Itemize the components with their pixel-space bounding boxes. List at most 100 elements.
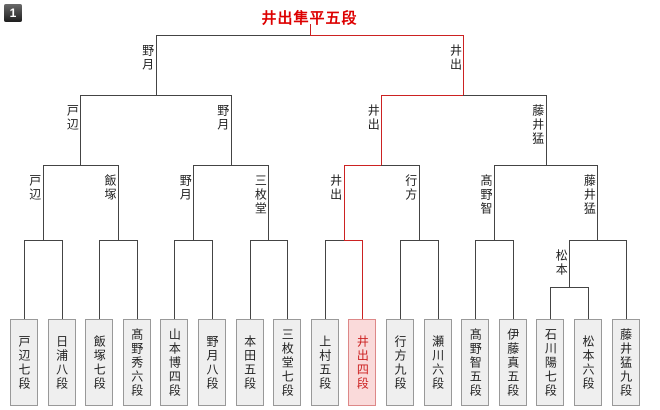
bracket-line-vertical	[463, 35, 465, 95]
bracket-line-vertical	[362, 240, 364, 319]
winner-label: 井出	[366, 104, 381, 132]
winner-label: 井出	[328, 174, 343, 202]
player-box-highlighted: 井出四段	[348, 319, 377, 406]
player-box: 野月八段	[198, 319, 226, 406]
bracket-line-vertical	[418, 165, 420, 240]
bracket-line-horizontal	[155, 95, 232, 96]
bracket-line-horizontal	[42, 240, 63, 241]
bracket-line-horizontal	[400, 240, 420, 241]
bracket-line-vertical	[309, 24, 311, 35]
player-name: 髙野智五段	[468, 327, 483, 398]
bracket-line-horizontal	[381, 95, 465, 96]
bracket-line-vertical	[324, 240, 326, 319]
bracket-line-vertical	[494, 165, 495, 240]
bracket-line-vertical	[136, 240, 138, 319]
bracket-line-horizontal	[80, 95, 157, 96]
winner-label: 野月	[215, 104, 230, 132]
bracket-line-vertical	[80, 95, 82, 165]
winner-label: 戸辺	[27, 174, 42, 202]
player-name: 野月八段	[205, 334, 219, 391]
winner-label: 松本	[554, 249, 569, 277]
bracket-line-vertical	[400, 240, 401, 319]
player-box: 行方九段	[386, 319, 414, 406]
bracket-line-vertical	[625, 240, 627, 319]
player-name: 日浦八段	[54, 334, 69, 391]
player-name: 髙野秀六段	[129, 327, 144, 398]
bracket-line-horizontal	[381, 165, 420, 166]
player-name: 本田五段	[242, 334, 257, 391]
player-box: 石川陽七段	[536, 319, 565, 406]
winner-label: 行方	[403, 174, 418, 202]
bracket-line-horizontal	[569, 240, 599, 241]
player-name: 瀬川六段	[430, 334, 445, 391]
winner-label: 野月	[178, 174, 193, 202]
player-name: 行方九段	[393, 334, 407, 391]
bracket-line-vertical	[343, 165, 345, 240]
bracket-line-horizontal	[230, 165, 270, 166]
bracket-line-vertical	[174, 240, 176, 319]
bracket-line-vertical	[545, 95, 547, 165]
bracket-line-horizontal	[309, 35, 465, 36]
player-box: 伊藤真五段	[498, 319, 527, 406]
bracket-line-vertical	[597, 165, 599, 240]
bracket-line-vertical	[118, 165, 119, 240]
bracket-line-horizontal	[193, 165, 232, 166]
player-box: 日浦八段	[47, 319, 76, 406]
player-name: 石川陽七段	[543, 327, 558, 398]
bracket-line-vertical	[569, 240, 571, 287]
bracket-line-vertical	[268, 165, 270, 240]
player-name: 井出四段	[355, 334, 370, 391]
winner-label: 井出	[448, 44, 463, 72]
page-number-badge: 1	[4, 4, 22, 22]
player-box: 髙野智五段	[461, 319, 490, 406]
bracket-line-vertical	[475, 240, 477, 319]
winner-label: 髙野智	[479, 174, 493, 216]
winner-label: 藤井猛	[530, 104, 545, 146]
player-box: 飯塚七段	[85, 319, 114, 406]
bracket-line-horizontal	[42, 165, 82, 166]
bracket-line-horizontal	[343, 240, 364, 241]
bracket-line-horizontal	[268, 240, 289, 241]
bracket-line-vertical	[230, 95, 232, 165]
bracket-line-vertical	[61, 240, 63, 319]
bracket-line-horizontal	[569, 287, 589, 288]
bracket-line-horizontal	[494, 240, 514, 241]
bracket-line-horizontal	[155, 35, 311, 36]
bracket-line-vertical	[588, 287, 589, 319]
bracket-line-vertical	[24, 240, 25, 319]
bracket-line-horizontal	[118, 240, 138, 241]
winner-label: 野月	[140, 44, 155, 72]
bracket-line-horizontal	[193, 240, 213, 241]
player-name: 戸辺七段	[17, 334, 31, 391]
bracket-line-vertical	[550, 287, 552, 319]
player-name: 松本六段	[581, 334, 595, 391]
bracket-line-horizontal	[550, 287, 571, 288]
bracket-line-horizontal	[475, 240, 495, 241]
player-name: 三枚堂七段	[280, 327, 295, 398]
player-name: 飯塚七段	[92, 334, 107, 391]
bracket-line-vertical	[99, 240, 101, 319]
bracket-line-vertical	[249, 240, 251, 319]
bracket-line-horizontal	[418, 240, 439, 241]
player-name: 藤井猛九段	[618, 327, 633, 398]
player-box: 藤井猛九段	[611, 319, 640, 406]
bracket-line-vertical	[437, 240, 439, 319]
bracket-line-vertical	[212, 240, 213, 319]
bracket-line-horizontal	[80, 165, 119, 166]
player-box: 戸辺七段	[10, 319, 38, 406]
winner-label: 三枚堂	[253, 174, 268, 216]
player-box: 本田五段	[235, 319, 264, 406]
bracket-line-horizontal	[545, 165, 599, 166]
winner-label: 飯塚	[103, 174, 117, 202]
bracket-line-horizontal	[24, 240, 44, 241]
player-box: 上村五段	[310, 319, 339, 406]
player-box: 松本六段	[574, 319, 602, 406]
bracket-line-horizontal	[343, 165, 383, 166]
bracket-line-horizontal	[463, 95, 547, 96]
player-box: 瀬川六段	[423, 319, 452, 406]
bracket-line-horizontal	[99, 240, 119, 241]
player-name: 山本博四段	[167, 327, 182, 398]
bracket-line-vertical	[42, 165, 44, 240]
bracket-line-horizontal	[494, 165, 547, 166]
